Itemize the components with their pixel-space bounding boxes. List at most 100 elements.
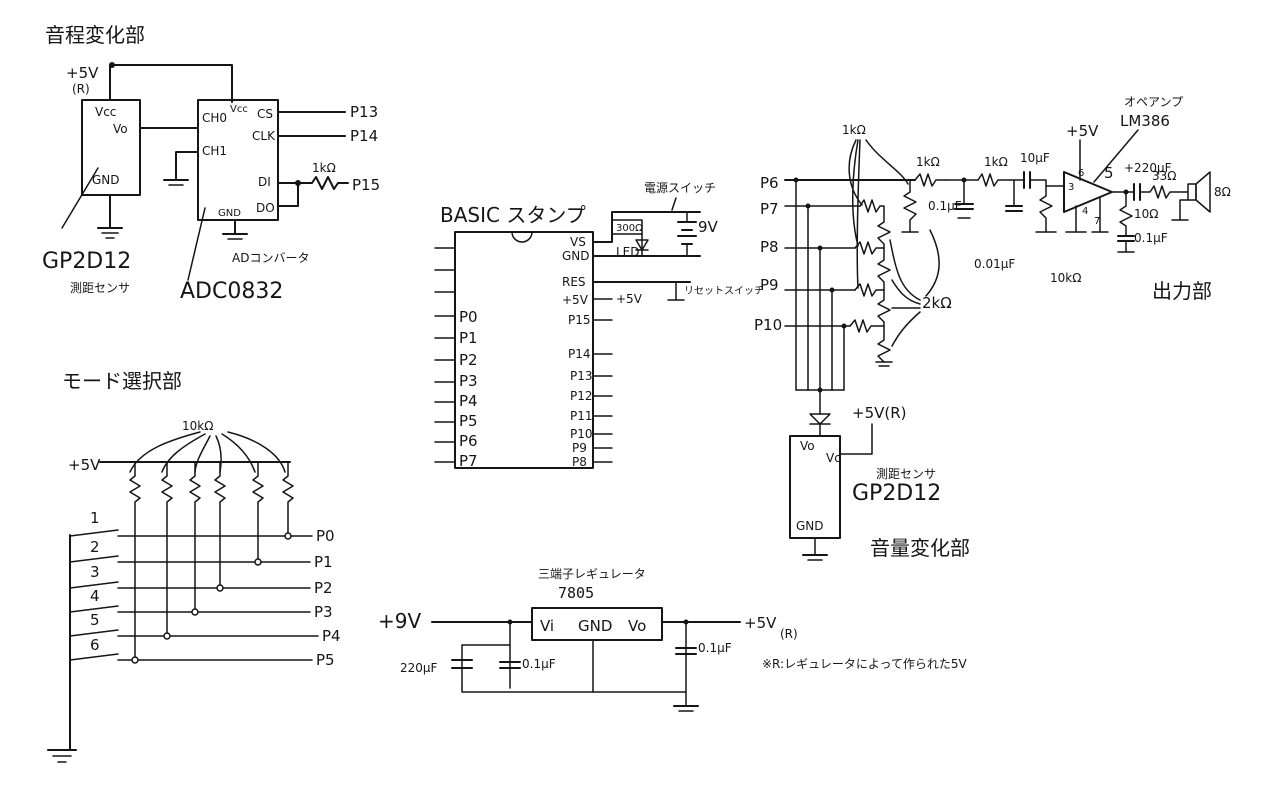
pitch-sensor-part: GP2D12 (42, 249, 131, 274)
volume-section-title: 音量変化部 (870, 536, 970, 560)
volume-sensor-vo: Vo (800, 439, 815, 453)
mode-res-label: 10kΩ (182, 419, 213, 433)
stamp-pin-p1: P1 (459, 329, 478, 347)
regulator-cap-out: 0.1μF (698, 641, 732, 655)
stamp-pin-p7: P7 (459, 452, 478, 470)
pitch-sensor-vo: Vo (113, 122, 128, 136)
volume-resistor-ladder (849, 179, 919, 367)
regulator-ground-rail (461, 687, 687, 693)
stamp-right-pin-stubs (592, 319, 613, 463)
mode-resistor-p4 (161, 461, 173, 636)
output-r2 (977, 173, 1011, 187)
pitch-resistor-1k (297, 176, 349, 190)
stamp-pin-p13: P13 (570, 369, 593, 383)
mode-switch-1 (69, 529, 119, 537)
mode-resistor-p3 (189, 461, 201, 611)
regulator-gnd: GND (578, 617, 612, 635)
stamp-title: BASIC スタンプ (440, 203, 586, 227)
mode-pin-wires (117, 535, 319, 661)
pitch-r-label: (R) (72, 82, 90, 96)
power-switch-label: 電源スイッチ (644, 181, 716, 195)
volume-ladder-rung (849, 319, 885, 333)
volume-sensor-desc: 測距センサ (876, 467, 936, 481)
opamp-label: オペアンプ (1124, 95, 1183, 109)
output-c3-label: 0.01μF (974, 257, 1015, 271)
volume-verticals (795, 179, 845, 391)
speaker-icon (1187, 183, 1197, 201)
mode-node (254, 558, 262, 566)
adc-pointer (187, 207, 206, 281)
opamp-part: LM386 (1120, 112, 1170, 130)
regulator-section: 三端子レギュレータ 7805 Vi GND Vo +9V +5V (R) 220… (378, 567, 968, 712)
mode-pin-p4: P4 (322, 627, 341, 645)
mode-pin-p1: P1 (314, 553, 333, 571)
led-resistor-label: 300Ω (616, 223, 643, 234)
stamp-vs: VS (570, 235, 586, 249)
mode-switch-num-2: 2 (90, 538, 100, 556)
led-label: LED (616, 245, 640, 259)
reset-switch-label: リセットスイッチ (684, 285, 764, 297)
mode-switch-num-3: 3 (90, 563, 100, 581)
volume-ladder-rung (854, 283, 885, 297)
stamp-pin-p9: P9 (572, 441, 587, 455)
volume-1k-pointers (848, 139, 909, 289)
pitch-section-title: 音程変化部 (45, 23, 145, 47)
speaker-cone (1195, 171, 1211, 213)
adc-ch0: CH0 (202, 111, 227, 125)
stamp-5v: +5V (562, 293, 589, 307)
output-r1-label: 1kΩ (916, 155, 940, 169)
stamp-vs-wire (592, 211, 701, 243)
regulator-box (531, 607, 663, 641)
mode-switch-num-6: 6 (90, 636, 100, 654)
output-r1 (914, 173, 946, 187)
ch1-ground-wire (175, 151, 199, 181)
stamp-pin-p12: P12 (570, 389, 593, 403)
mode-section-title: モード選択部 (62, 369, 182, 393)
opamp-pointer (1093, 129, 1139, 183)
adc-do: DO (256, 201, 275, 215)
stamp-pin-p11: P11 (570, 409, 593, 423)
volume-sensor-gnd: GND (796, 519, 824, 533)
mode-resistor-p5 (129, 461, 141, 661)
volume-ladder-rung (854, 241, 885, 255)
pitch-sensor-gnd: GND (92, 173, 120, 187)
stamp-chip-body (454, 231, 594, 469)
stamp-pin-p4: P4 (459, 392, 478, 410)
volume-ladder-zigzag (859, 199, 891, 363)
stamp-pin-p2: P2 (459, 351, 478, 369)
output-pot-label: 10kΩ (1050, 271, 1081, 285)
pin-p15-label: P15 (352, 176, 380, 194)
volume-res-2k: 2kΩ (922, 294, 952, 312)
regulator-vin: +9V (378, 609, 421, 633)
regulator-cap-in: 220μF (400, 661, 438, 675)
regulator-vi: Vi (540, 617, 554, 635)
di-do-tie-wire (277, 182, 299, 207)
mode-switch-4 (69, 605, 119, 613)
volume-diode (809, 413, 831, 425)
mode-pin-p3: P3 (314, 603, 333, 621)
mode-resistor-p0 (282, 461, 294, 537)
adc-part: ADC0832 (180, 279, 283, 304)
adc-vcc: Vcc (230, 104, 248, 115)
mode-switches (69, 529, 119, 661)
opamp-triangle (1063, 171, 1113, 213)
stamp-pin-p5: P5 (459, 412, 478, 430)
pin-p13-label: P13 (350, 103, 378, 121)
mode-switch-num-5: 5 (90, 611, 100, 629)
output-c1-label: 10μF (1020, 151, 1050, 165)
mode-switch-num-4: 4 (90, 587, 100, 605)
opamp-pin3: 3 (1068, 182, 1074, 193)
regulator-vo: Vo (628, 617, 646, 635)
led-resistor-300 (611, 219, 643, 235)
regulator-cap-small: 0.1μF (522, 657, 556, 671)
output-section-title: 出力部 (1152, 279, 1212, 303)
volume-vcc-wire (839, 423, 873, 455)
opamp-vcc: +5V (1066, 122, 1099, 140)
adc-gnd: GND (218, 208, 241, 219)
volume-vcc: +5V(R) (852, 404, 907, 422)
mode-pin-p2: P2 (314, 579, 333, 597)
volume-sensor-part: GP2D12 (852, 481, 941, 506)
mode-resistor-p1 (252, 461, 264, 563)
mode-node (216, 584, 224, 592)
pitch-vcc-label: +5V (66, 64, 99, 82)
